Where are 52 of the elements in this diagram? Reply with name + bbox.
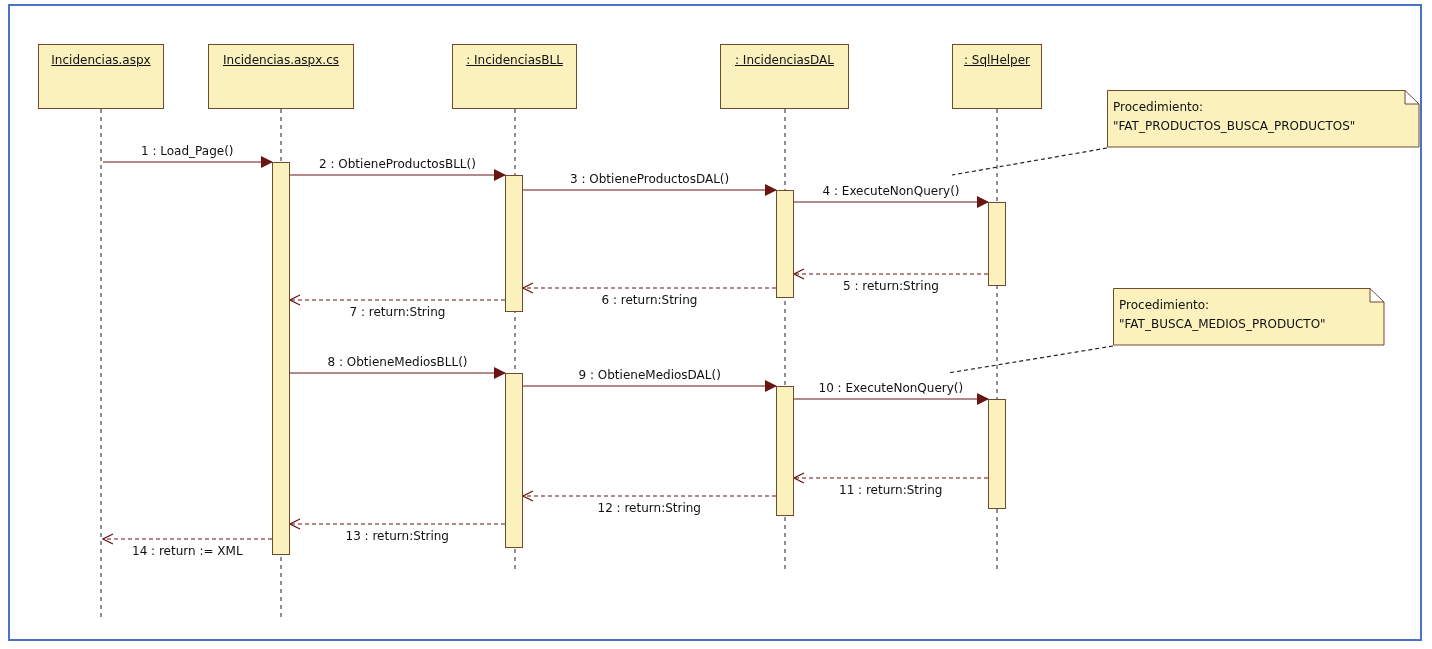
- participant-name: : IncidenciasBLL: [466, 53, 563, 67]
- message-arrow: [289, 169, 506, 181]
- message-arrow: [522, 380, 777, 392]
- note-box: [1113, 288, 1385, 346]
- edge-label: 4 : ExecuteNonQuery(): [821, 184, 961, 198]
- lifeline: [99, 109, 103, 620]
- activation-bar: [988, 202, 1006, 286]
- participant-box: [452, 44, 577, 109]
- participant-name: : SqlHelper: [963, 53, 1031, 67]
- return-arrow: [102, 533, 273, 545]
- activation-bar: [505, 373, 523, 548]
- message-arrow: [289, 367, 506, 379]
- participant-box: [38, 44, 164, 109]
- return-arrow: [289, 294, 506, 306]
- participant-box: [952, 44, 1042, 109]
- activation-bar: [776, 386, 794, 516]
- message-arrow: [793, 196, 989, 208]
- edge-label: 7 : return:String: [348, 305, 447, 319]
- edge-label: 9 : ObtieneMediosDAL(): [577, 368, 722, 382]
- return-arrow: [289, 518, 506, 530]
- edge-label: 13 : return:String: [344, 529, 450, 543]
- participant-box: [208, 44, 354, 109]
- activation-bar: [272, 162, 290, 555]
- message-arrow: [102, 156, 273, 168]
- leader-line: [947, 345, 1114, 374]
- edge-label: 5 : return:String: [842, 279, 940, 293]
- message-arrow: [793, 393, 989, 405]
- participant-box: [720, 44, 849, 109]
- edge-label: 12 : return:String: [596, 501, 702, 515]
- note-text: Procedimiento: "FAT_PRODUCTOS_BUSCA_PRODUCTOS": [1113, 99, 1357, 135]
- participant-name: : IncidenciasDAL: [735, 53, 834, 67]
- return-arrow: [522, 282, 777, 294]
- edge-label: 10 : ExecuteNonQuery(): [817, 381, 965, 395]
- note-box: [1107, 90, 1420, 148]
- participant-name: Incidencias.aspx.cs: [223, 53, 339, 67]
- edge-label: 8 : ObtieneMediosBLL(): [326, 355, 469, 369]
- edge-label: 3 : ObtieneProductosDAL(): [569, 172, 731, 186]
- return-arrow: [793, 472, 989, 484]
- message-arrow: [522, 184, 777, 196]
- edge-label: 6 : return:String: [600, 293, 699, 307]
- return-arrow: [522, 490, 777, 502]
- activation-bar: [776, 190, 794, 298]
- edge-label: 14 : return := XML: [131, 544, 244, 558]
- leader-line: [951, 147, 1108, 176]
- note-text: Procedimiento: "FAT_BUSCA_MEDIOS_PRODUCTO": [1119, 297, 1327, 333]
- return-arrow: [793, 268, 989, 280]
- edge-label: 2 : ObtieneProductosBLL(): [318, 157, 477, 171]
- activation-bar: [988, 399, 1006, 509]
- edge-label: 1 : Load_Page(): [140, 144, 235, 158]
- edge-label: 11 : return:String: [838, 483, 944, 497]
- participant-name: Incidencias.aspx: [51, 53, 151, 67]
- activation-bar: [505, 175, 523, 312]
